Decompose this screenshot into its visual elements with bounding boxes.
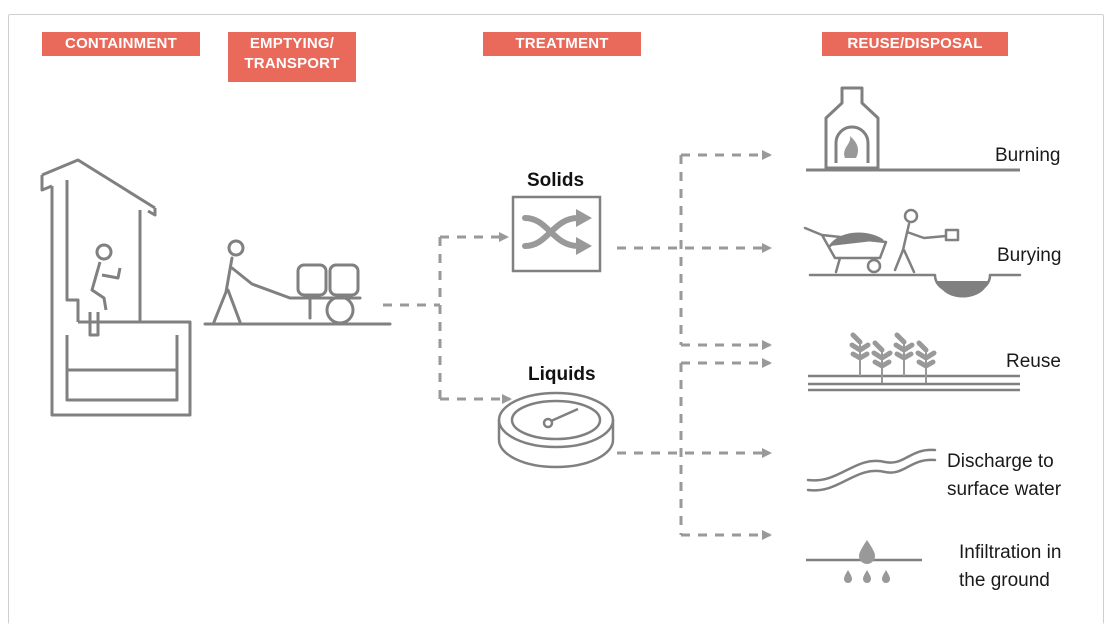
outcome-burying-label: Burying (997, 245, 1062, 266)
outcome-infiltration-line-2: the ground (959, 570, 1050, 591)
water-waves-icon (806, 448, 937, 492)
outcome-discharge-label: Discharge to surface water (947, 448, 1061, 504)
diagram-frame (8, 14, 1104, 624)
latrine-icon (40, 158, 192, 417)
liquids-heading: Liquids (528, 364, 596, 385)
stage-emptying-label-2: TRANSPORT (244, 55, 340, 72)
flow-connectors (383, 150, 772, 540)
outcome-infiltration-line-1: Infiltration in (959, 542, 1062, 563)
stage-treatment: TREATMENT (483, 32, 641, 56)
stage-emptying-transport: EMPTYING/ TRANSPORT (228, 32, 356, 82)
stage-containment: CONTAINMENT (42, 32, 200, 56)
stage-emptying-label-1: EMPTYING/ (249, 35, 335, 52)
cart-icon (203, 239, 392, 326)
outcome-infiltration-label: Infiltration in the ground (959, 539, 1061, 595)
outcome-discharge-line-1: Discharge to (947, 451, 1054, 472)
stage-reuse-disposal: REUSE/DISPOSAL (822, 32, 1008, 56)
furnace-icon (806, 86, 1020, 172)
solids-heading: Solids (527, 170, 585, 191)
stage-treatment-label: TREATMENT (515, 35, 609, 52)
stage-containment-label: CONTAINMENT (65, 35, 177, 52)
droplets-icon (806, 540, 922, 583)
settling-tank-icon (497, 391, 615, 469)
outcome-burning-label: Burning (995, 145, 1061, 166)
plants-icon (808, 332, 1020, 392)
outcome-discharge-line-2: surface water (947, 479, 1062, 500)
stage-reuse-disposal-label: REUSE/DISPOSAL (847, 35, 983, 52)
outcome-reuse-label: Reuse (1006, 351, 1061, 372)
wheelbarrow-worker-icon (803, 208, 1022, 298)
shuffle-icon (511, 195, 602, 273)
